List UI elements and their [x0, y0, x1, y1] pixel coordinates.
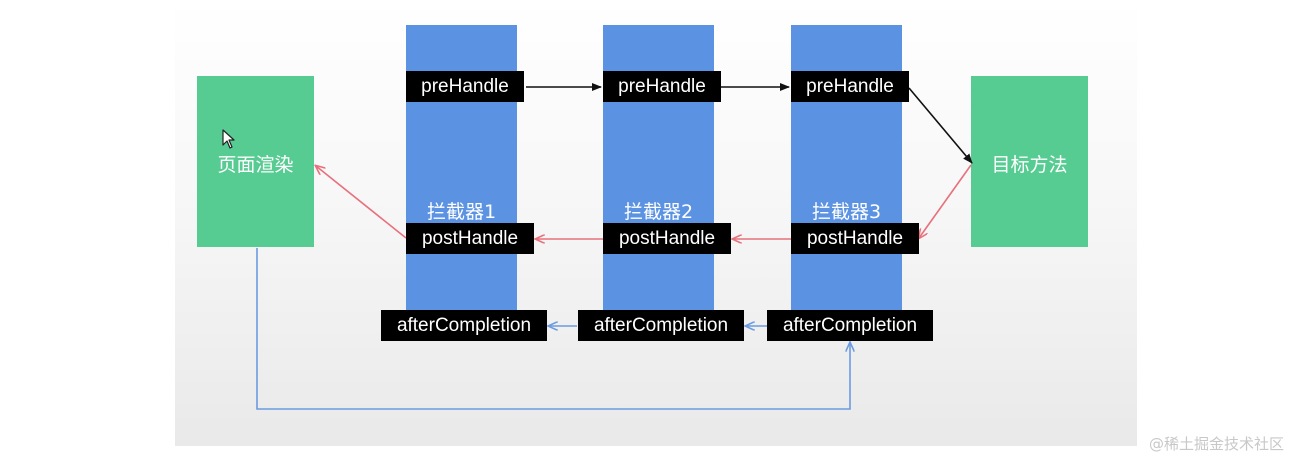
- prehandle-3-tag: preHandle: [791, 71, 909, 102]
- interceptor-1-label: 拦截器1: [426, 201, 497, 223]
- aftercompletion-1-tag: afterCompletion: [381, 310, 547, 341]
- mouse-cursor-icon: [222, 129, 235, 149]
- page-render-label: 页面渲染: [217, 154, 294, 176]
- prehandle-2-tag: preHandle: [603, 71, 721, 102]
- arrow-target-post-3: [919, 164, 972, 238]
- target-method-label: 目标方法: [991, 154, 1068, 176]
- posthandle-2-tag: postHandle: [603, 223, 731, 254]
- interceptor-2-label: 拦截器2: [623, 201, 694, 223]
- prehandle-1-tag: preHandle: [406, 71, 524, 102]
- arrow-post-1-render: [316, 166, 407, 239]
- aftercompletion-3-tag: afterCompletion: [767, 310, 933, 341]
- interceptor-3-label: 拦截器3: [811, 201, 882, 223]
- arrow-pre-3-target: [908, 87, 973, 164]
- page-render-box: 页面渲染: [197, 76, 314, 247]
- watermark: @稀土掘金技术社区: [1148, 435, 1284, 453]
- posthandle-3-tag: postHandle: [791, 223, 919, 254]
- target-method-box: 目标方法: [971, 76, 1088, 247]
- aftercompletion-2-tag: afterCompletion: [578, 310, 744, 341]
- arrow-render-after-3: [256, 248, 850, 410]
- posthandle-1-tag: postHandle: [406, 223, 534, 254]
